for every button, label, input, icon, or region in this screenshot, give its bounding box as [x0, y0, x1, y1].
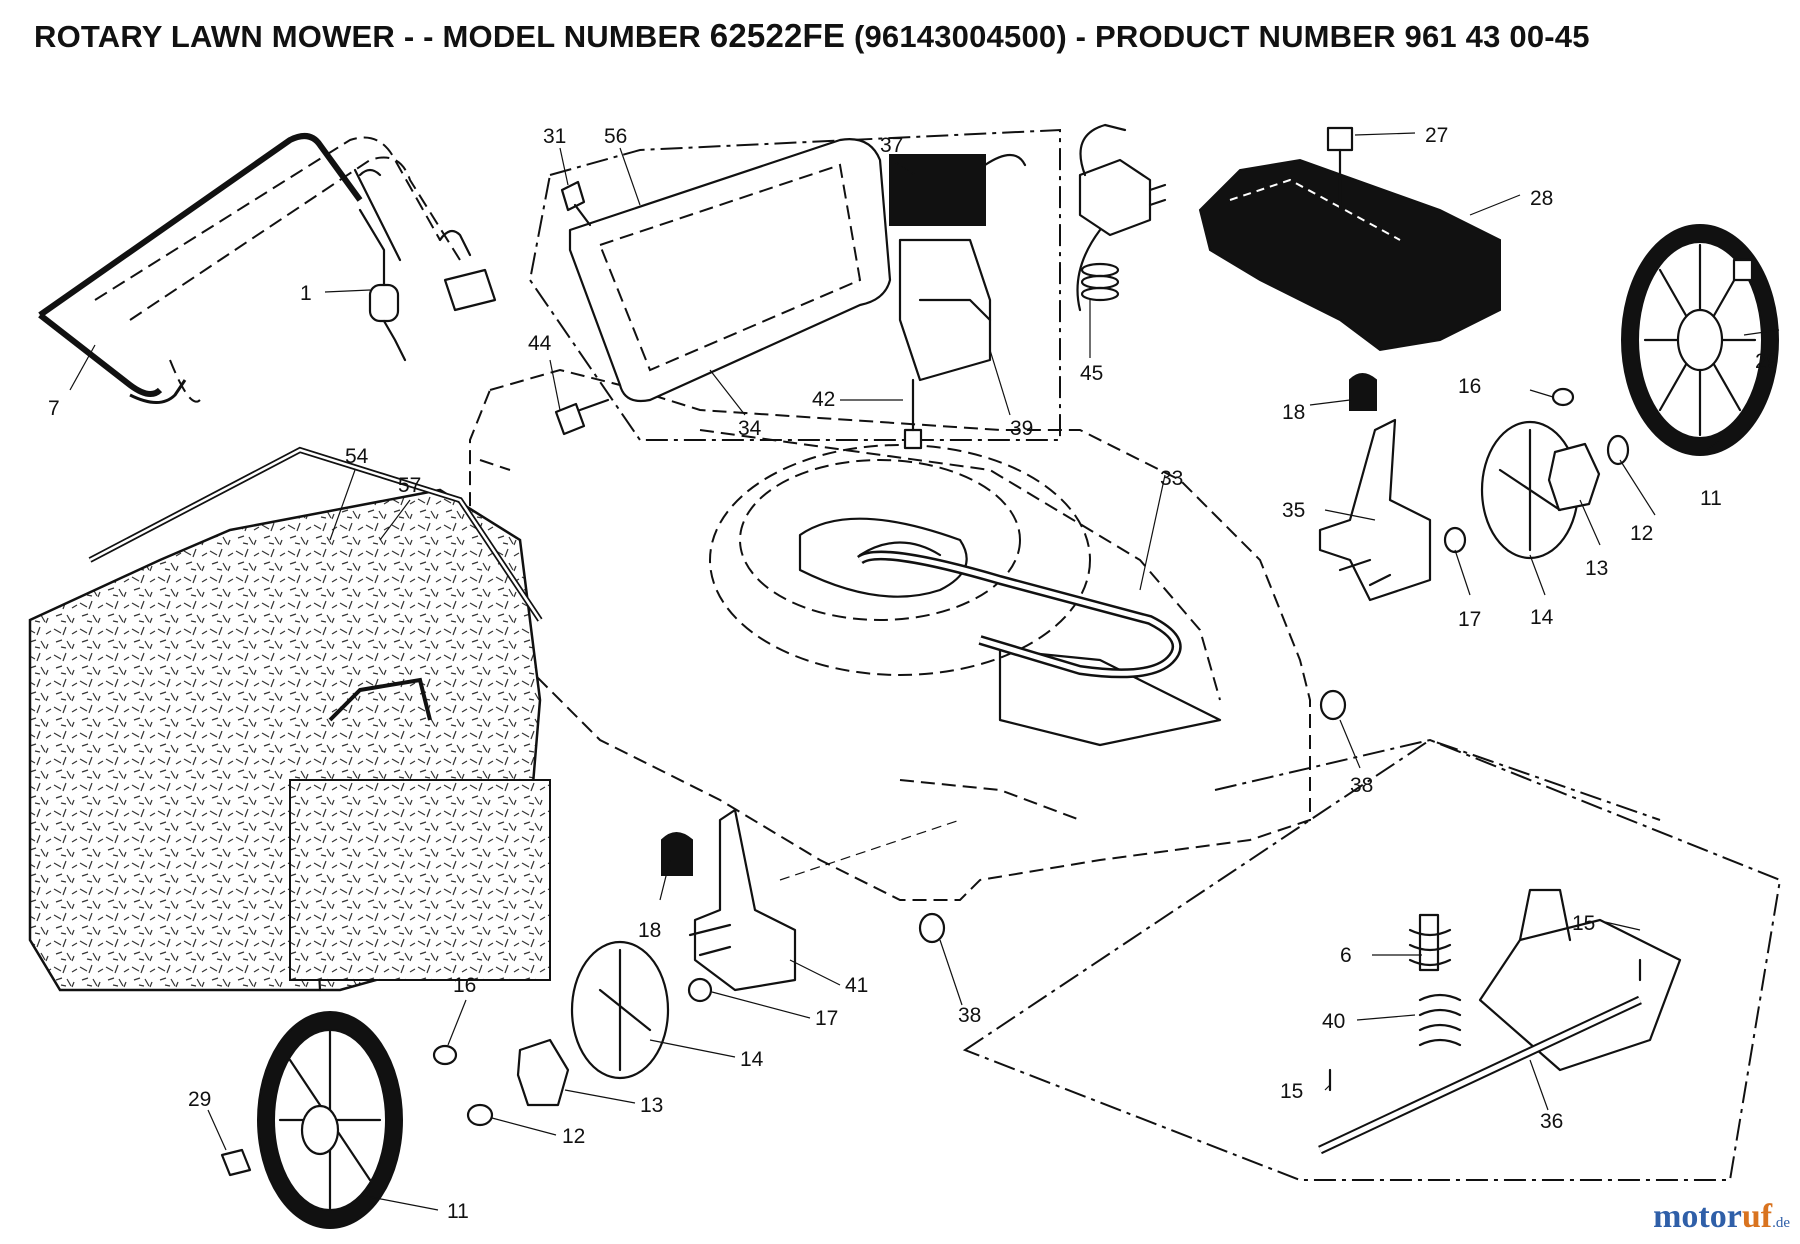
callout-29-right: 29 [1755, 350, 1778, 373]
right-wheel-assembly [1443, 224, 1779, 560]
callout-35: 35 [1282, 499, 1305, 522]
screw-42-icon [903, 428, 923, 450]
callout-14-left: 14 [740, 1048, 764, 1071]
callout-6: 6 [1340, 944, 1352, 967]
callout-18-left: 18 [638, 919, 661, 942]
washer-12-left-icon [466, 1103, 494, 1127]
callout-54: 54 [345, 445, 369, 468]
handle-bracket-icon [443, 268, 497, 312]
callout-15-left: 15 [1280, 1080, 1303, 1103]
callout-33: 33 [1160, 467, 1183, 490]
callout-40: 40 [1322, 1010, 1345, 1033]
callout-38-left: 38 [958, 1004, 981, 1027]
washer-16-right-icon [1551, 387, 1575, 407]
title-model-number: 62522FE [709, 17, 846, 54]
callout-34: 34 [738, 417, 762, 440]
callout-29-left: 29 [188, 1088, 211, 1111]
battery-cover-group [528, 128, 1061, 441]
washer-17-left-icon [687, 977, 713, 1003]
drive-belt [857, 550, 1182, 679]
callout-12-right: 12 [1630, 522, 1653, 545]
callout-37: 37 [880, 134, 903, 157]
callout-31: 31 [543, 125, 566, 148]
title-suffix: (96143004500) - PRODUCT NUMBER 961 43 00… [853, 19, 1590, 54]
title-prefix: ROTARY LAWN MOWER - - MODEL NUMBER [34, 19, 701, 54]
callout-44: 44 [528, 332, 552, 355]
callout-12-left: 12 [562, 1125, 585, 1148]
grass-catcher [28, 446, 551, 992]
callout-16-right: 16 [1458, 375, 1481, 398]
callout-57: 57 [398, 474, 421, 497]
callout-17-left: 17 [815, 1007, 838, 1030]
front-height-adjuster [661, 808, 961, 992]
nut-29-right-icon [1732, 258, 1754, 282]
callout-27: 27 [1425, 124, 1448, 147]
callout-13-left: 13 [640, 1094, 663, 1117]
gear-13-left-icon [516, 1038, 570, 1107]
callout-14-right: 14 [1530, 606, 1554, 629]
callout-41: 41 [845, 974, 868, 997]
cable-clip-icon [368, 283, 400, 323]
battery-icon [889, 154, 986, 226]
callout-38-right: 38 [1350, 774, 1373, 797]
fasteners [554, 180, 923, 450]
bolt-head-icon [1326, 126, 1354, 152]
washer-17-right-icon [1443, 526, 1467, 554]
callout-42: 42 [812, 388, 835, 411]
callout-11-left: 11 [447, 1200, 469, 1223]
callout-15-right: 15 [1572, 912, 1595, 935]
transmission-assembly [962, 738, 1782, 1181]
callout-16-left: 16 [453, 974, 476, 997]
battery-charger [1076, 123, 1167, 312]
handle-assembly [38, 133, 497, 404]
gear-13-right-icon [1547, 442, 1601, 512]
drive-pin-icon [1418, 913, 1440, 972]
battery-cover-icon [568, 138, 892, 403]
battery-holder-icon [898, 238, 992, 382]
callout-56: 56 [604, 125, 627, 148]
part-callouts: 1 7 31 56 37 27 28 44 42 34 39 45 29 16 … [48, 124, 1778, 1223]
callout-11-right: 11 [1700, 487, 1722, 510]
charger-plug-icon [1078, 158, 1152, 237]
callout-18-right: 18 [1282, 401, 1305, 424]
nut-29-left-icon [220, 1148, 252, 1177]
watermark-logo: motoruf.de [1653, 1198, 1790, 1235]
left-wheel-assembly [220, 689, 1347, 1229]
diagram-title: ROTARY LAWN MOWER - - MODEL NUMBER 62522… [34, 14, 1774, 58]
spacer-38-left-icon [918, 912, 946, 944]
callout-7: 7 [48, 397, 60, 420]
bolt-31-icon [560, 180, 586, 212]
callout-1: 1 [300, 282, 312, 305]
rear-height-adjuster [1318, 373, 1432, 602]
gearbox-icon [1478, 918, 1682, 1072]
callout-45: 45 [1080, 362, 1103, 385]
callout-28: 28 [1530, 187, 1553, 210]
washer-12-right-icon [1606, 434, 1630, 466]
adjuster-knob-icon [1349, 373, 1377, 411]
washer-16-left-icon [432, 1044, 458, 1066]
spacer-38-right-icon [1319, 689, 1347, 721]
rear-discharge-guard [1198, 126, 1501, 352]
mower-deck [469, 368, 1311, 901]
callout-39: 39 [1010, 417, 1033, 440]
callout-36: 36 [1540, 1110, 1563, 1133]
callout-13-right: 13 [1585, 557, 1608, 580]
leader-lines [69, 132, 1780, 1211]
callout-17-right: 17 [1458, 608, 1481, 631]
bolt-44-icon [554, 402, 586, 436]
